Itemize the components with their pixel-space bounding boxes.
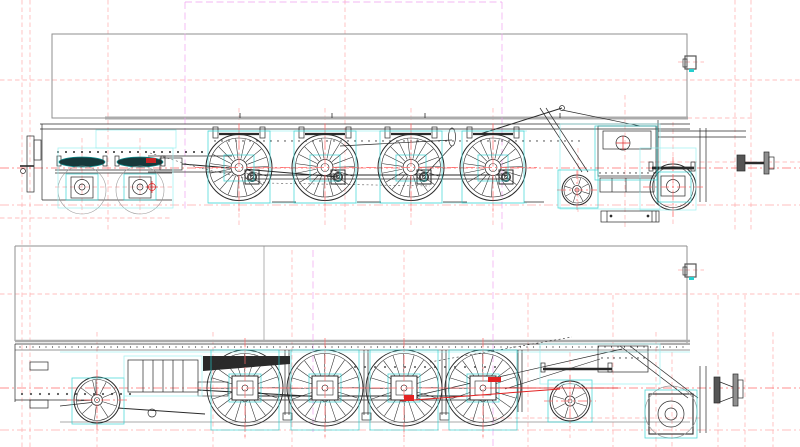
bottom-elevation-view — [0, 245, 800, 447]
